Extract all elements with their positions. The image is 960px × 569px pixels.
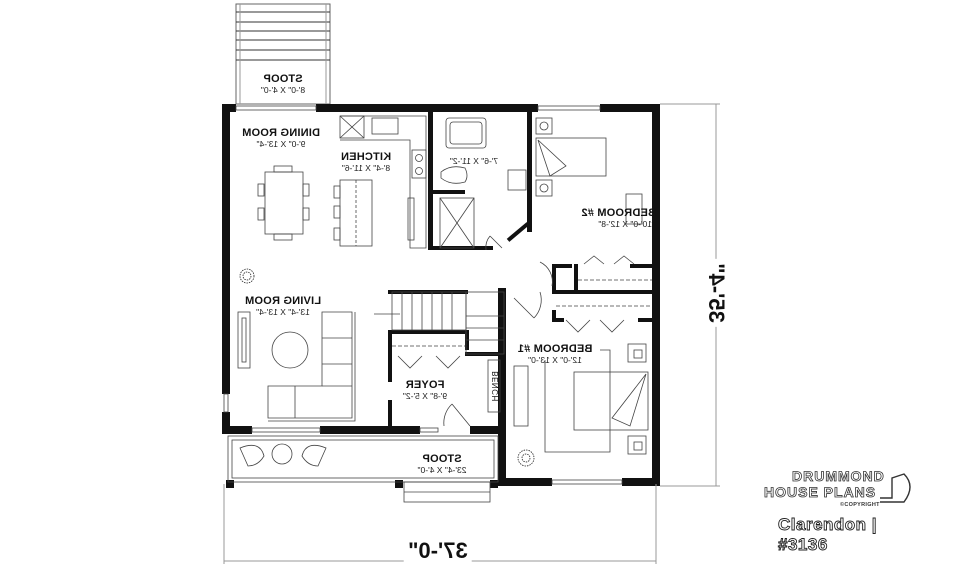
- overall-depth-dimension: 35'-4": [704, 259, 729, 327]
- logo-line-2: HOUSE PLANS: [764, 484, 877, 501]
- logo-line-1: DRUMMOND: [792, 468, 885, 485]
- room-label-living-room: LIVING ROOM 13'-4" X 13'-4": [240, 295, 326, 317]
- room-name: LIVING ROOM: [244, 295, 322, 307]
- bench-label: BENCH: [490, 371, 500, 402]
- logo-house-icon: [880, 473, 911, 503]
- room-dimension: 9'-8" X 5'-2": [402, 391, 448, 401]
- room-dimension: 10'-0" X 12'-8": [598, 219, 652, 229]
- room-name: STOOP: [263, 73, 303, 85]
- room-label-foyer: FOYER 9'-8" X 5'-2": [396, 379, 454, 401]
- room-label-bathroom: 7'-6" X 11'-2": [444, 156, 504, 166]
- room-name: DINING ROOM: [242, 127, 320, 139]
- room-dimension: 12'-0" X 13'-0": [528, 355, 582, 365]
- room-label-kitchen: KITCHEN 8'-4" X 11'-6": [336, 151, 396, 173]
- room-dimension: 23'-4" X 4'-0": [417, 465, 467, 475]
- room-dimension: 8'-4" X 11'-6": [341, 163, 391, 173]
- room-label-bedroom-1: BEDROOM #1 12'-0" X 13'-0": [514, 343, 596, 365]
- logo-copyright: ©COPYRIGHT: [840, 502, 880, 508]
- room-label-dining-room: DINING ROOM 9'-0" X 13'-4": [238, 127, 324, 149]
- room-name: STOOP: [422, 453, 462, 465]
- room-dimension: 13'-4" X 13'-4": [256, 307, 310, 317]
- room-label-front-stoop: STOOP 23'-4" X 4'-0": [410, 453, 474, 475]
- room-name: BEDROOM #2: [581, 207, 656, 219]
- room-name: FOYER: [405, 379, 445, 391]
- room-name: BEDROOM #1: [517, 343, 593, 355]
- room-label-bedroom-2: BEDROOM #2 10'-0" X 12'-8": [581, 207, 656, 229]
- room-name: KITCHEN: [340, 151, 392, 163]
- room-dimension: 8'-0" X 4'-0": [260, 85, 306, 95]
- plan-model-name: Clarendon | #3136: [778, 515, 878, 555]
- room-dimension: 7'-6" X 11'-2": [449, 156, 499, 166]
- room-dimension: 9'-0" X 13'-4": [256, 139, 306, 149]
- overall-width-dimension: 37'-0": [404, 538, 472, 563]
- room-label-rear-stoop: STOOP 8'-0" X 4'-0": [248, 73, 318, 95]
